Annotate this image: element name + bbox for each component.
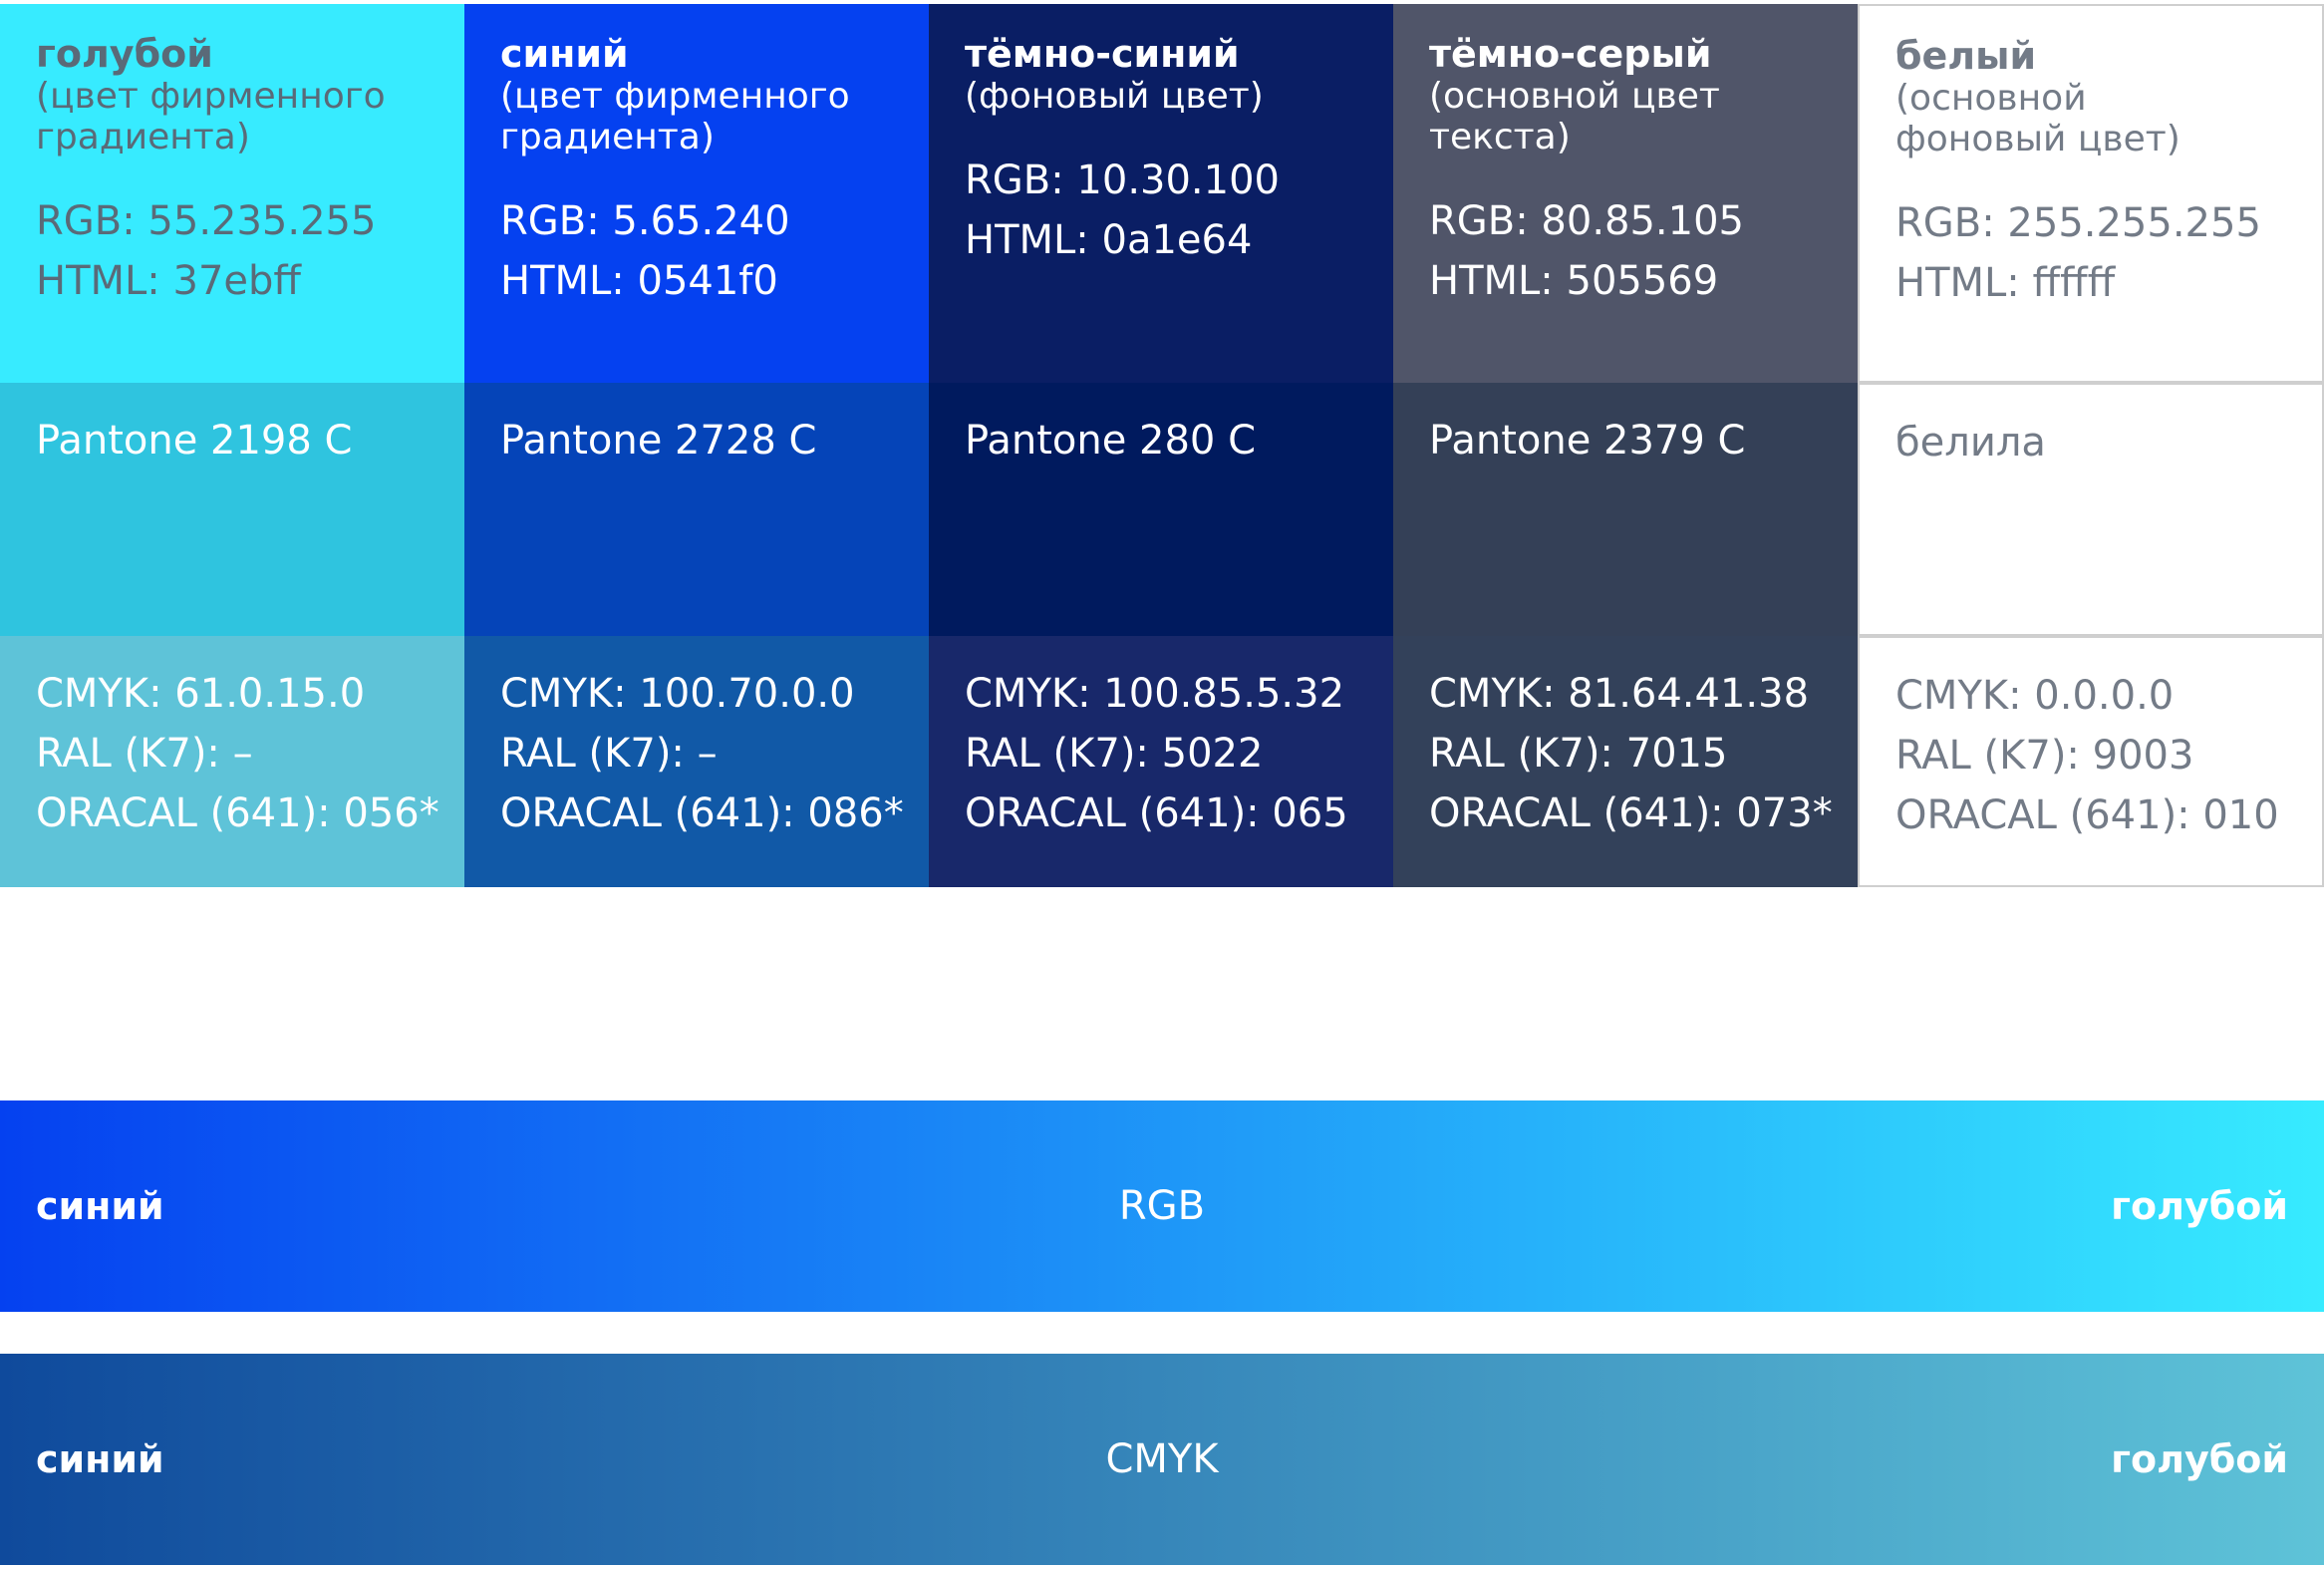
rgb-gradient-bar: синий RGB голубой [0, 1100, 2324, 1312]
color-name: голубой [36, 32, 213, 76]
rgb-value: RGB: 255.255.255 [1895, 200, 2261, 246]
print-codes-light-blue: CMYK: 61.0.15.0 RAL (K7): – ORACAL (641)… [0, 636, 464, 887]
gradient-start-label: синий [36, 1437, 164, 1481]
pantone-value: Pantone 2728 C [500, 418, 817, 464]
oracal-value: ORACAL (641): 086* [500, 790, 904, 836]
color-name: белый [1895, 34, 2037, 78]
oracal-value: ORACAL (641): 010 [1895, 792, 2279, 838]
html-value: HTML: 0541f0 [500, 258, 778, 304]
html-value: HTML: 37ebff [36, 258, 301, 304]
ral-value: RAL (K7): – [36, 731, 253, 777]
oracal-value: ORACAL (641): 056* [36, 790, 439, 836]
gradient-start-label: синий [36, 1184, 164, 1228]
print-codes-blue: CMYK: 100.70.0.0 RAL (K7): – ORACAL (641… [464, 636, 929, 887]
pantone-value: белила [1895, 420, 2046, 466]
pantone-value: Pantone 280 C [965, 418, 1257, 464]
color-description: (основной цвет текста) [1429, 76, 1720, 157]
cmyk-gradient-bar: синий CMYK голубой [0, 1354, 2324, 1565]
gradient-mode-label: RGB [1118, 1183, 1206, 1229]
cmyk-value: CMYK: 61.0.15.0 [36, 671, 366, 717]
pantone-light-blue: Pantone 2198 C [0, 383, 464, 636]
cmyk-value: CMYK: 100.85.5.32 [965, 671, 1345, 717]
color-description: (фоновый цвет) [965, 76, 1264, 117]
html-value: HTML: 505569 [1429, 258, 1719, 304]
pantone-value: Pantone 2198 C [36, 418, 353, 464]
rgb-value: RGB: 55.235.255 [36, 198, 377, 244]
pantone-dark-gray: Pantone 2379 C [1393, 383, 1858, 636]
print-codes-white: CMYK: 0.0.0.0 RAL (K7): 9003 ORACAL (641… [1858, 636, 2324, 887]
color-name: тёмно-синий [965, 32, 1240, 76]
pantone-value: Pantone 2379 C [1429, 418, 1746, 464]
ral-value: RAL (K7): 5022 [965, 731, 1264, 777]
cmyk-value: CMYK: 100.70.0.0 [500, 671, 855, 717]
html-value: HTML: 0a1e64 [965, 217, 1253, 263]
color-name: тёмно-серый [1429, 32, 1712, 76]
color-name: синий [500, 32, 629, 76]
ral-value: RAL (K7): 9003 [1895, 733, 2194, 779]
rgb-value: RGB: 5.65.240 [500, 198, 790, 244]
print-codes-dark-blue: CMYK: 100.85.5.32 RAL (K7): 5022 ORACAL … [929, 636, 1393, 887]
swatch-dark-blue-main: тёмно-синий (фоновый цвет) RGB: 10.30.10… [929, 4, 1393, 383]
pantone-white: белила [1858, 383, 2324, 636]
swatch-dark-gray-main: тёмно-серый (основной цвет текста) RGB: … [1393, 4, 1858, 383]
oracal-value: ORACAL (641): 065 [965, 790, 1348, 836]
pantone-blue: Pantone 2728 C [464, 383, 929, 636]
gradient-mode-label: CMYK [1105, 1436, 1219, 1482]
gradient-end-label: голубой [2111, 1184, 2288, 1228]
cmyk-value: CMYK: 0.0.0.0 [1895, 673, 2175, 719]
rgb-value: RGB: 10.30.100 [965, 157, 1280, 203]
html-value: HTML: ffffff [1895, 260, 2116, 306]
print-codes-dark-gray: CMYK: 81.64.41.38 RAL (K7): 7015 ORACAL … [1393, 636, 1858, 887]
pantone-dark-blue: Pantone 280 C [929, 383, 1393, 636]
oracal-value: ORACAL (641): 073* [1429, 790, 1833, 836]
ral-value: RAL (K7): 7015 [1429, 731, 1728, 777]
ral-value: RAL (K7): – [500, 731, 718, 777]
cmyk-value: CMYK: 81.64.41.38 [1429, 671, 1810, 717]
gradient-end-label: голубой [2111, 1437, 2288, 1481]
rgb-value: RGB: 80.85.105 [1429, 198, 1744, 244]
